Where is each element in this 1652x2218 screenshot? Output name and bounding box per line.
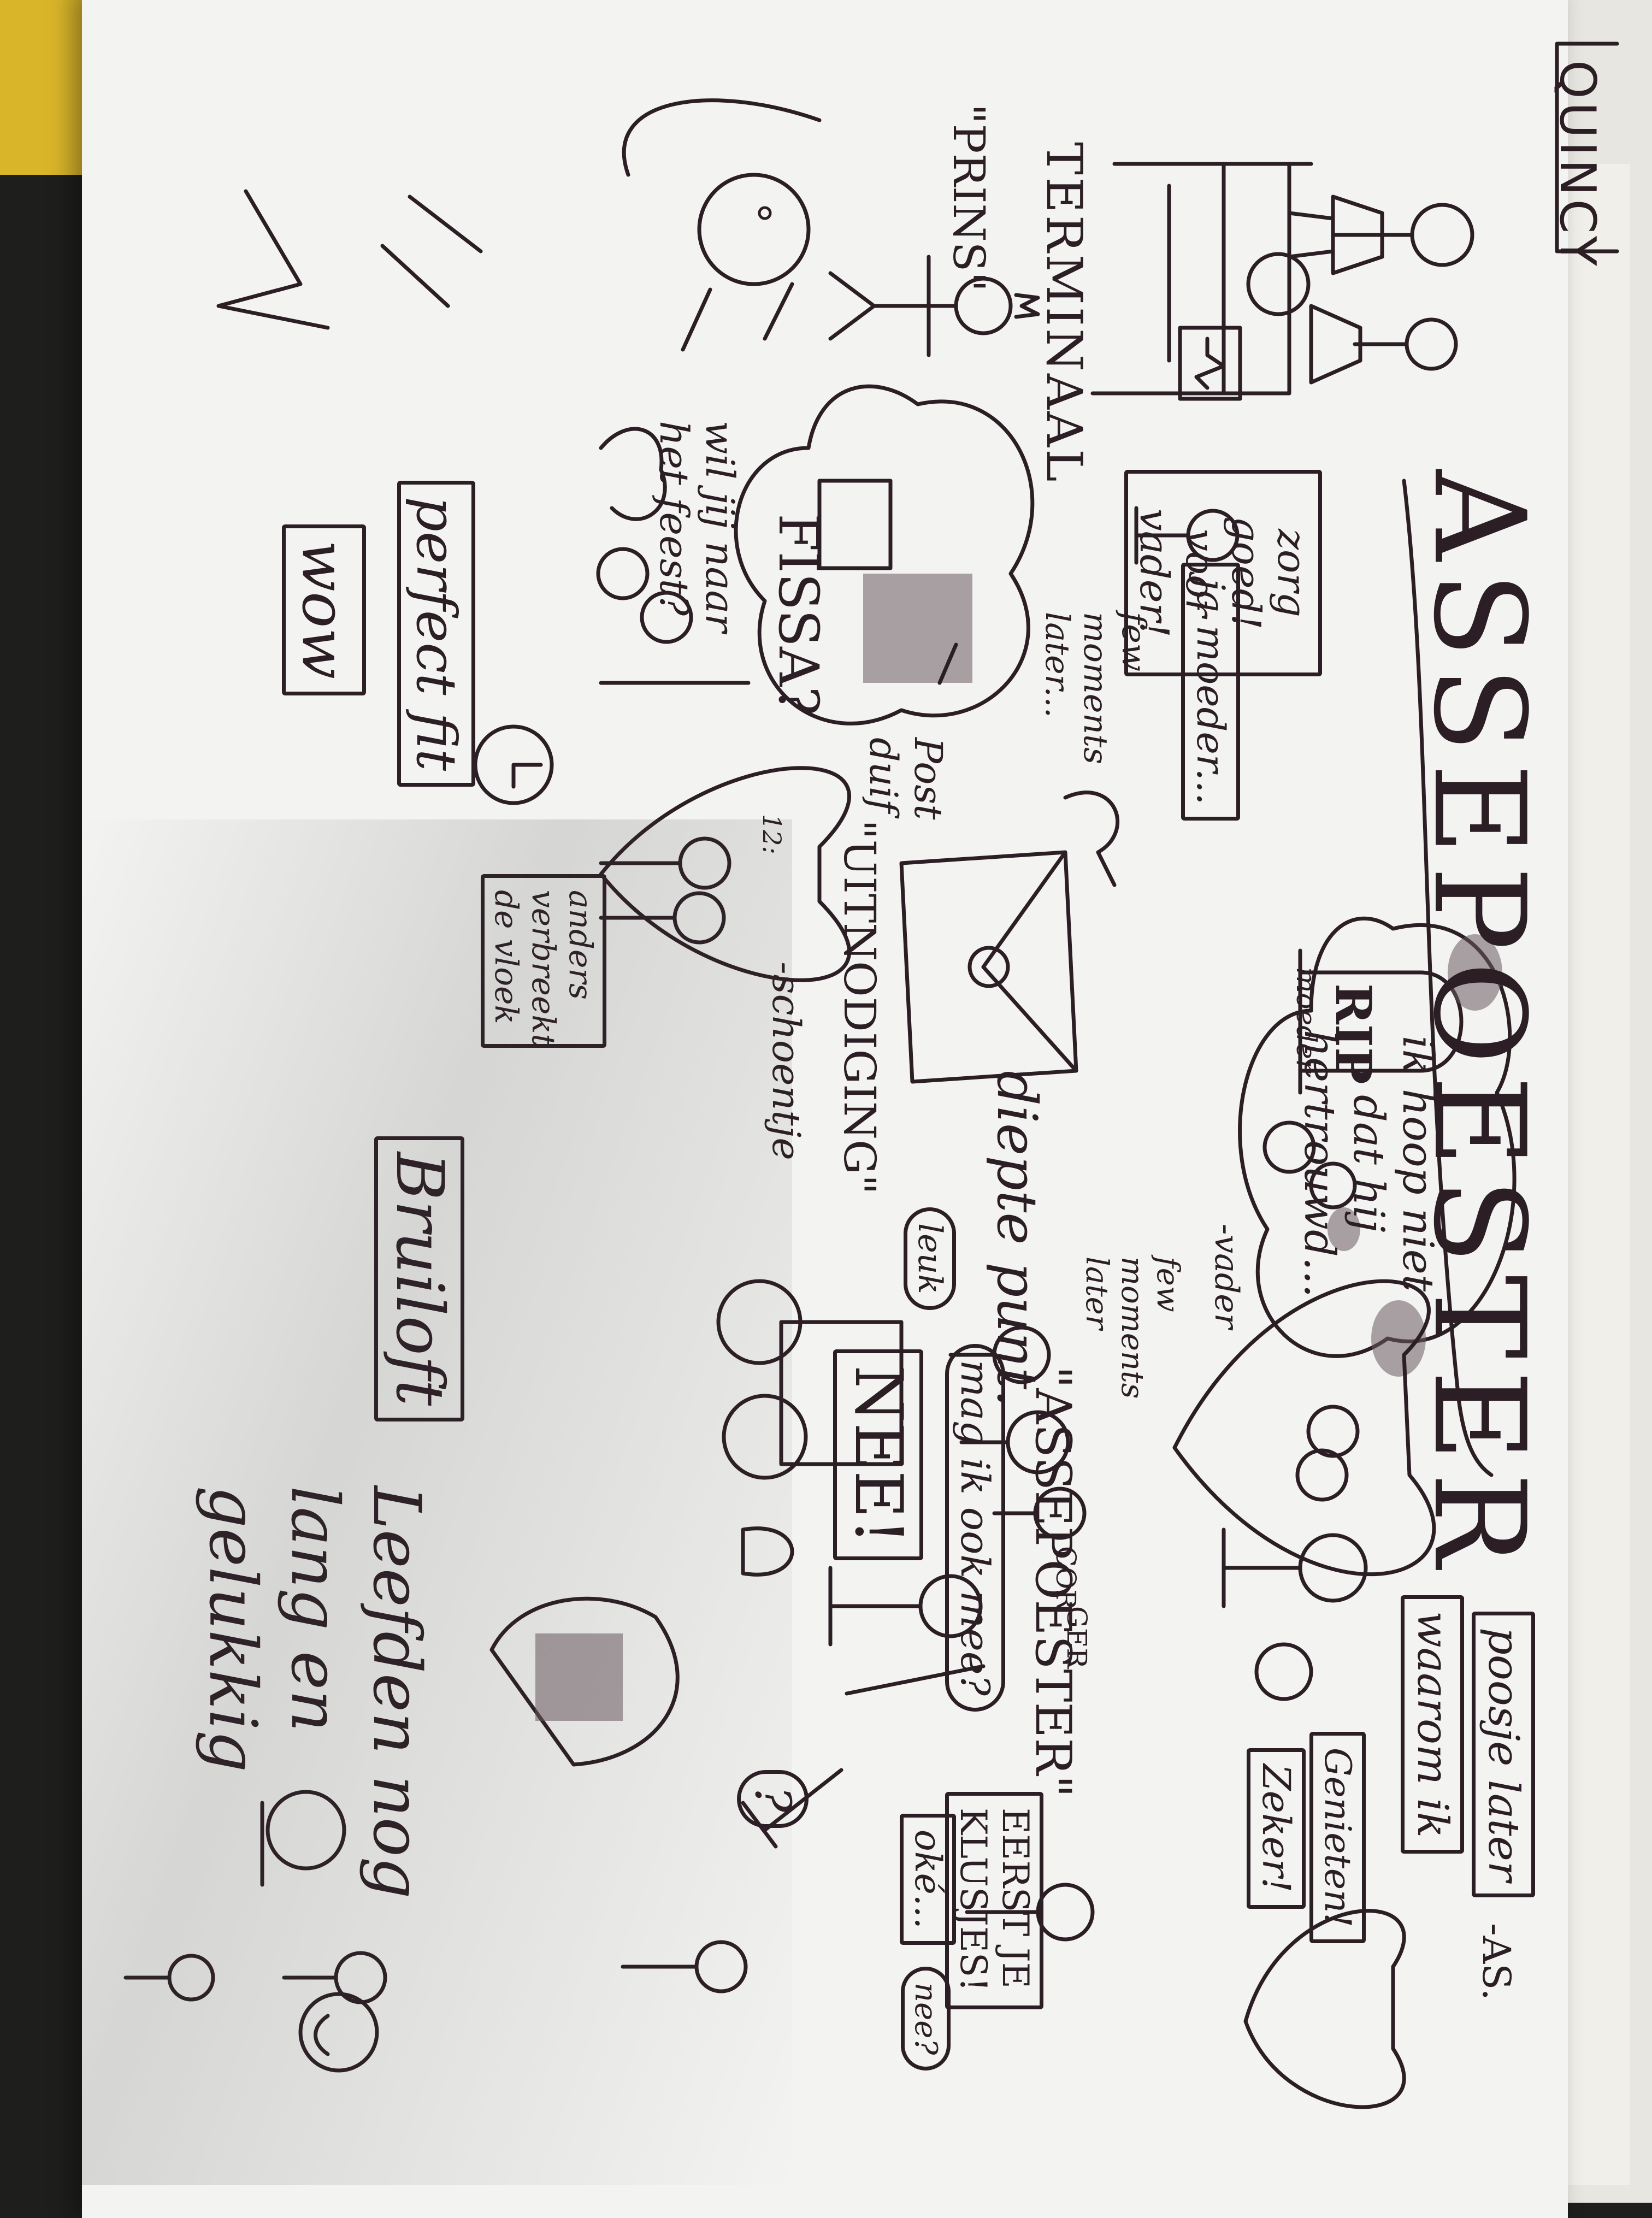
caption-few-moments-1: few moments later...	[1038, 612, 1153, 764]
caption-prins: "PRINS"	[943, 104, 994, 292]
speech-genieten: Genieten!	[1309, 1732, 1366, 1944]
speech-nee: NEE!	[833, 1349, 923, 1561]
speech-mag-ik-ook-mee: mag ik ook mee?	[945, 1344, 1005, 1712]
caption-post-duif: Post duif	[861, 738, 951, 820]
caption-few-moments-2: few moments later	[1079, 1257, 1185, 1399]
storyboard-drawing: QUINCY ASSEPOESTER TERMINAAL "PRINS" zor…	[98, 0, 1639, 2203]
speech-wow: wow	[282, 524, 366, 695]
speech-leuk: leuk	[904, 1207, 956, 1310]
caption-uitnodiging: "UITNODIGING"	[834, 819, 885, 1195]
caption-terminal: TERMINAAL	[1035, 142, 1093, 484]
cloud-fissa: FISSA?	[766, 514, 830, 716]
speech-oke: oké...	[900, 1814, 956, 1945]
sketch-lines	[123, 42, 1619, 2109]
caption-poosje-later: poosje later	[1472, 1612, 1535, 1898]
ending-leefden-nog-lang-en-gelukkig: Leefden nog lang en gelukkig	[194, 1486, 434, 1899]
cloud-ik-hoop-niet: ik hoop niet dat hij hertrouwd...	[1295, 1029, 1442, 1298]
label-vader: -vader	[1207, 1224, 1246, 1329]
speech-perfect-fit: perfect fit	[397, 481, 475, 787]
label-twaalf: 12:	[757, 814, 787, 855]
speech-wil-jij-naar-het-feest: wil jij naar het feest?	[651, 421, 743, 633]
speech-zeker: Zeker!	[1247, 1748, 1306, 1909]
label-as: -AS.	[1474, 1923, 1519, 2001]
author-name-label: QUINCY	[1549, 60, 1606, 269]
label-schoentje: -schoentje	[764, 961, 809, 1160]
paper-sheet	[82, 0, 1568, 2218]
speech-bruiloft: Bruiloft	[374, 1136, 464, 1422]
speech-nee-vraag: nee?	[901, 1967, 951, 2071]
label-cor: COR	[1050, 1546, 1082, 1610]
speech-waarom-ik: waarom ik	[1401, 1595, 1464, 1854]
speech-eerst-je-klusjes: EERST JE KLUSJES!	[945, 1792, 1043, 2009]
speech-question-mark: ?	[737, 1770, 809, 1828]
speech-anders-verbreekt-de-vloek: anders verbreekt de vloek	[481, 874, 606, 1048]
label-ger: GER	[1061, 1606, 1093, 1669]
second-sheet-edge	[1562, 164, 1630, 2185]
speech-ja-moeder: ja moeder...	[1181, 563, 1240, 821]
